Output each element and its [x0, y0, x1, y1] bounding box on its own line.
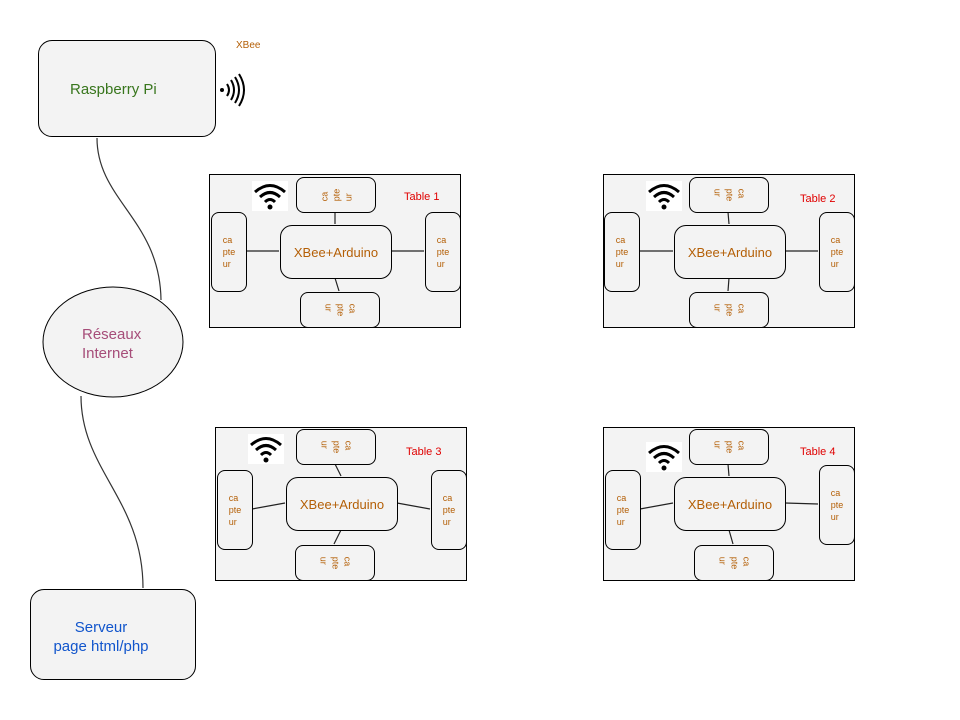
link-line [639, 502, 674, 510]
link-line [333, 529, 342, 545]
xbee-arduino-hub[interactable]: XBee+Arduino [674, 477, 786, 531]
server-label: Serveur page html/php [41, 618, 161, 656]
link-line [728, 529, 734, 545]
sensor-label: ca pte ur [616, 493, 630, 527]
sensor-right[interactable]: ca pte ur [819, 212, 855, 292]
xbee-label: XBee [236, 40, 261, 51]
link-line [396, 502, 431, 510]
sensor-label: ca pte ur [436, 235, 450, 269]
raspberry-pi-label: Raspberry Pi [70, 81, 157, 98]
table-1-links [246, 212, 424, 292]
sensor-label: ca pte ur [222, 235, 236, 269]
table-label: Table 1 [404, 191, 440, 203]
table-label: Table 2 [800, 193, 836, 205]
wifi-icon [248, 434, 284, 464]
radio-signal-icon [220, 73, 245, 107]
server-label-line2: page html/php [53, 638, 149, 655]
sensor-bottom[interactable]: ca pte ur [694, 545, 774, 581]
network-label-line2: Internet [82, 345, 133, 362]
sensor-right[interactable]: ca pte ur [425, 212, 461, 292]
sensor-left[interactable]: ca pte ur [605, 470, 641, 550]
sensor-label: ca pte ur [615, 235, 629, 269]
link-line [334, 463, 342, 477]
sensor-label: ca pte ur [830, 488, 844, 522]
sensor-label: ca pte ur [317, 556, 352, 570]
sensor-label: ca pte ur [318, 440, 353, 454]
sensor-left[interactable]: ca pte ur [604, 212, 640, 292]
table-2-links [639, 211, 818, 292]
sensor-label: ca pte ur [711, 303, 746, 317]
sensor-left[interactable]: ca pte ur [217, 470, 253, 550]
sensor-top[interactable]: ca pte ur [689, 177, 769, 213]
link-line [727, 463, 730, 477]
link-line [727, 277, 730, 292]
table-1-frame[interactable]: ca pte ur ca pte ur ca pte ur ca pte ur XBee… [209, 174, 461, 328]
sensor-label: ca pte ur [830, 235, 844, 269]
sensor-label: ca pte ur [716, 556, 751, 570]
link-line [727, 211, 730, 225]
network-label: Réseaux Internet [82, 325, 141, 363]
table-label: Table 4 [800, 446, 836, 458]
sensor-right[interactable]: ca pte ur [431, 470, 467, 550]
link-line [334, 277, 340, 292]
xbee-arduino-hub[interactable]: XBee+Arduino [674, 225, 786, 279]
network-node[interactable] [42, 286, 186, 400]
connector-network-server [80, 395, 144, 589]
table-3-frame[interactable]: ca pte ur ca pte ur ca pte ur ca pte ur XBee… [215, 427, 467, 581]
server-label-line1: Serveur [74, 619, 128, 636]
table-4-frame[interactable]: ca pte ur ca pte ur ca pte ur ca pte ur XBee… [603, 427, 855, 581]
sensor-right[interactable]: ca pte ur [819, 465, 855, 545]
sensor-label: ca pte ur [228, 493, 242, 527]
raspberry-pi-node[interactable]: Raspberry Pi [38, 40, 216, 137]
sensor-label: ca pte ur [318, 188, 353, 202]
sensor-top[interactable]: ca pte ur [689, 429, 769, 465]
sensor-bottom[interactable]: ca pte ur [689, 292, 769, 328]
server-node[interactable]: Serveur page html/php [30, 589, 196, 680]
xbee-arduino-hub[interactable]: XBee+Arduino [280, 225, 392, 279]
link-line [251, 502, 286, 510]
sensor-label: ca pte ur [442, 493, 456, 527]
sensor-left[interactable]: ca pte ur [211, 212, 247, 292]
sensor-bottom[interactable]: ca pte ur [300, 292, 380, 328]
wifi-icon [646, 442, 682, 472]
sensor-top[interactable]: ca pte ur [296, 429, 376, 465]
wifi-icon [252, 181, 288, 211]
link-line [784, 502, 819, 505]
sensor-label: ca pte ur [322, 303, 357, 317]
table-4-links [639, 463, 819, 545]
sensor-top[interactable]: ca pte ur [296, 177, 376, 213]
sensor-bottom[interactable]: ca pte ur [295, 545, 375, 581]
table-2-frame[interactable]: ca pte ur ca pte ur ca pte ur ca pte ur XBee… [603, 174, 855, 328]
table-3-links [251, 463, 431, 545]
wifi-icon [646, 181, 682, 211]
table-label: Table 3 [406, 446, 442, 458]
network-label-line1: Réseaux [82, 326, 142, 343]
sensor-label: ca pte ur [711, 188, 746, 202]
sensor-label: ca pte ur [711, 440, 746, 454]
xbee-arduino-hub[interactable]: XBee+Arduino [286, 477, 398, 531]
connector-rpi-network [96, 137, 162, 301]
